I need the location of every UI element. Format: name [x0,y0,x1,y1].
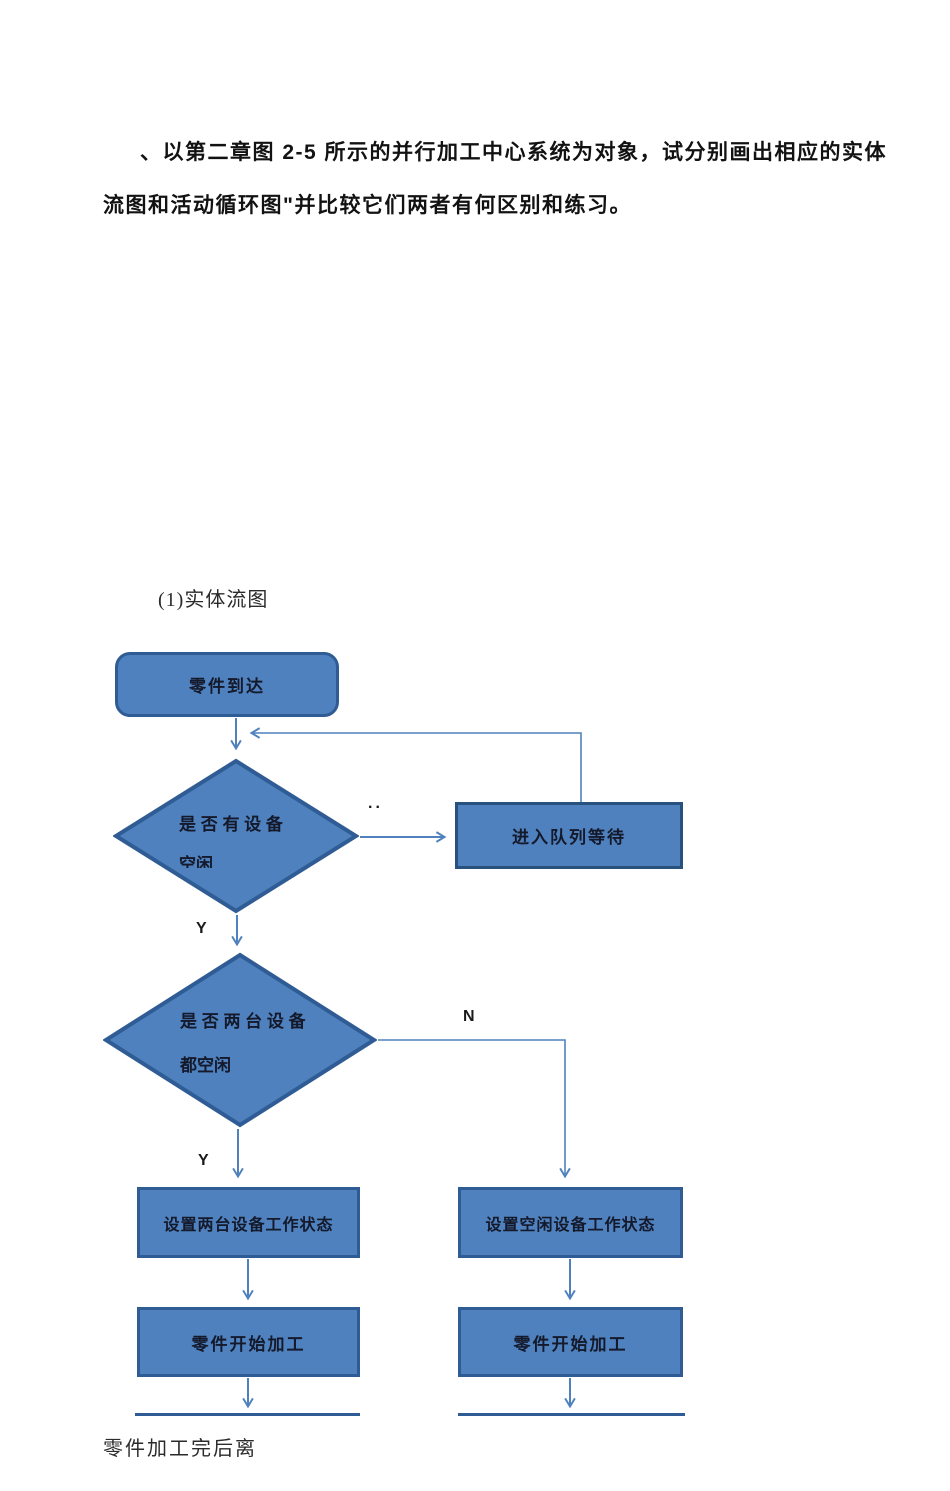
decision2-text-line1: 是 否 两 台 设 备 [180,1012,306,1031]
question-line-1: 、以第二章图 2-5 所示的并行加工中心系统为对象，试分别画出相应的实体 [140,141,888,164]
footer-text: 零件加工完后离 [103,1438,257,1457]
start-node-label: 零件到达 [189,677,265,696]
set-idle-machine-box: 设置空闲设备工作状态 [458,1187,683,1258]
cutoff-box-right-edge [458,1413,685,1416]
cutoff-box-left-edge [135,1413,360,1416]
set-both-machines-box: 设置两台设备工作状态 [137,1187,360,1258]
decision-both-idle-shape [103,952,377,1128]
decision1-no-label: .. [368,795,383,812]
connector-decision2-to-setidle [378,1039,571,1179]
set-idle-machine-label: 设置空闲设备工作状态 [485,1216,656,1234]
decision1-text-line2: 空闲 [179,855,213,868]
section-label: (1)实体流图 [158,589,269,611]
queue-wait-label: 进入队列等待 [512,828,626,847]
decision2-no-label: N [463,1008,475,1025]
queue-wait-box: 进入队列等待 [455,802,683,869]
decision1-text-line1: 是 否 有 设 备 [179,815,283,834]
decision-has-idle-device: 是 否 有 设 备 空闲 [113,758,359,914]
decision-has-idle-device-shape [113,758,359,914]
decision1-yes-label: Y [196,920,207,937]
process-start-right-box: 零件开始加工 [458,1307,683,1377]
process-start-right-label: 零件开始加工 [513,1334,628,1354]
question-line-2: 流图和活动循环图"并比较它们两者有何区别和练习。 [103,194,632,217]
start-node: 零件到达 [115,652,339,717]
process-start-left-label: 零件开始加工 [191,1334,306,1354]
process-start-left-box: 零件开始加工 [137,1307,360,1377]
decision2-yes-label: Y [198,1152,209,1169]
set-both-machines-label: 设置两台设备工作状态 [163,1216,334,1234]
decision-both-idle: 是 否 两 台 设 备 都空闲 [103,952,377,1128]
decision2-text-line2: 都空闲 [180,1056,231,1075]
